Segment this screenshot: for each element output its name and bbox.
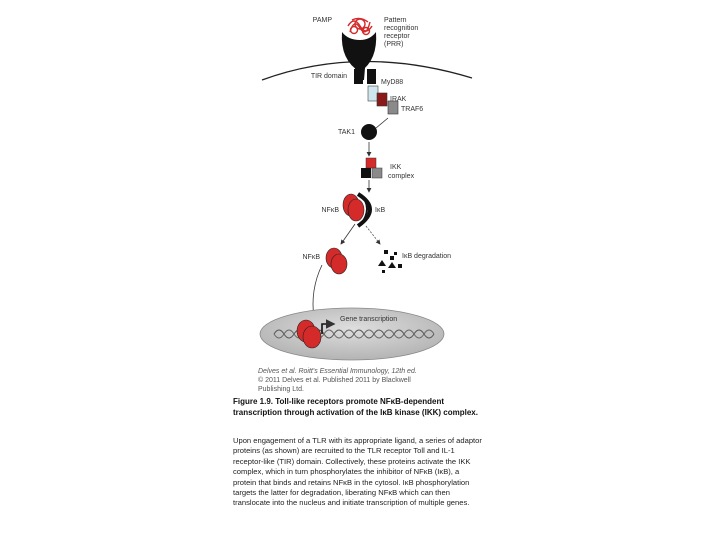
label-prr-3: receptor <box>384 33 410 40</box>
label-prr-2: recognition <box>384 25 418 32</box>
figure-caption-title: Figure 1.9. Toll-like receptors promote … <box>233 397 478 417</box>
ikb-fragments <box>378 250 402 273</box>
free-nfkb <box>325 247 348 275</box>
ikk-complex <box>361 157 383 179</box>
traf6-protein <box>387 100 399 115</box>
label-nfkb-free: NFκB <box>303 254 321 261</box>
label-myd88: MyD88 <box>381 79 403 86</box>
pattern-recognition-receptor <box>341 32 377 72</box>
tak1-kinase <box>361 124 377 140</box>
transcription-arrow <box>321 319 336 334</box>
label-ikk-2: complex <box>388 173 415 180</box>
arrow-to-free-nfkb <box>340 223 356 245</box>
label-prr-1: Pattern <box>384 17 407 24</box>
label-pamp: PAMP <box>313 17 333 24</box>
figure-caption-body: Upon engagement of a TLR with its approp… <box>233 436 482 508</box>
label-ikk-1: IKK <box>390 164 402 171</box>
tir-domain-right <box>367 69 376 84</box>
irak-kinase <box>376 92 388 107</box>
figure-credit: Delves et al. Roitt's Essential Immunolo… <box>258 367 498 394</box>
label-tak1: TAK1 <box>338 129 355 136</box>
tak1-link <box>375 117 389 129</box>
label-tir-domain: TIR domain <box>311 73 347 80</box>
label-gene-transcription: Gene transcription <box>340 316 397 323</box>
label-prr-4: (PRR) <box>384 41 403 48</box>
pamp-ligand <box>347 17 373 36</box>
credit-line-3: Publishing Ltd. <box>258 386 304 393</box>
arrow-to-ikb-degradation <box>365 225 381 245</box>
label-irak: IRAK <box>390 96 407 103</box>
label-nfkb-complex: NFκB <box>322 207 340 214</box>
myd88-adaptor <box>367 85 379 102</box>
label-ikb-degradation: IκB degradation <box>402 253 451 260</box>
label-traf6: TRAF6 <box>401 106 423 113</box>
tir-domain-left <box>354 69 363 84</box>
nfkb-ikb-complex <box>342 192 372 228</box>
credit-line-1: Delves et al. Roitt's Essential Immunolo… <box>258 368 417 375</box>
nfkb-bound-dna <box>296 319 322 349</box>
label-ikb: IκB <box>375 207 385 214</box>
credit-line-2: © 2011 Delves et al. Published 2011 by B… <box>258 377 411 384</box>
